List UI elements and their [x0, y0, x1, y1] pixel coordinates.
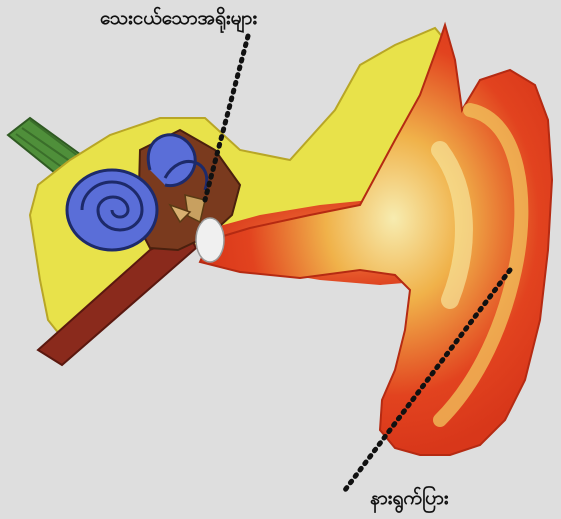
label-outer-ear-lobe: နားရွက်ပြား — [370, 486, 449, 514]
eardrum — [196, 218, 224, 262]
label-inner-ear-bones: သေးငယ်သောအရိုးများ — [100, 6, 257, 34]
